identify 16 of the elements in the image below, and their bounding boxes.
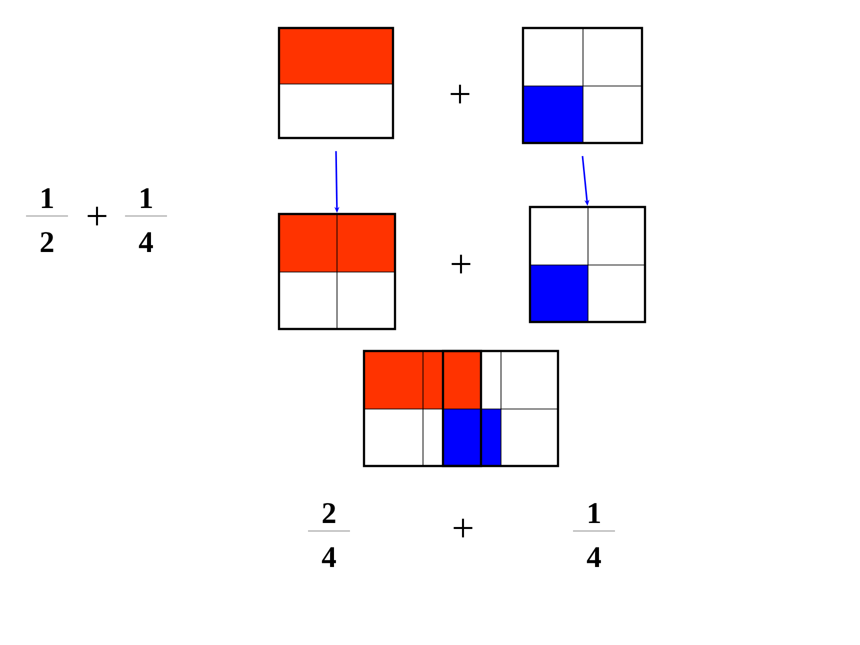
- plus-sign: +: [454, 518, 472, 538]
- numerator: 1: [42, 188, 53, 208]
- numerator: 1: [588, 503, 600, 523]
- grid-box: [528, 206, 646, 324]
- numerator: 1: [140, 188, 152, 208]
- denominator: 4: [586, 547, 601, 567]
- grid-box: [522, 26, 644, 144]
- grid-box: [278, 26, 394, 140]
- numerator: 2: [322, 503, 336, 523]
- plus-sign: +: [452, 254, 470, 274]
- denominator: 2: [40, 232, 54, 252]
- denominator: 4: [138, 232, 153, 252]
- plus-sign: +: [450, 84, 470, 104]
- plus-sign: +: [88, 206, 106, 226]
- denominator: 4: [322, 547, 336, 567]
- grid-box: [278, 212, 396, 330]
